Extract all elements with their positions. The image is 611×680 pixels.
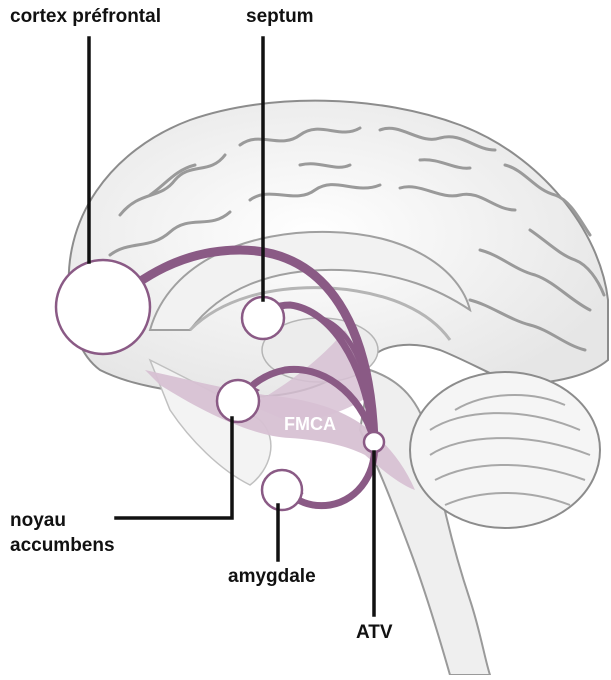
- node-atv: [364, 432, 384, 452]
- label-cortex-prefrontal: cortex préfrontal: [10, 6, 161, 28]
- label-atv: ATV: [356, 622, 393, 644]
- node-noyau-accumbens: [217, 380, 259, 422]
- node-cortex-prefrontal: [56, 260, 150, 354]
- label-accumbens: accumbens: [10, 535, 115, 557]
- label-septum: septum: [246, 6, 314, 28]
- label-fmca: FMCA: [284, 413, 336, 435]
- node-septum: [242, 297, 284, 339]
- label-noyau: noyau: [10, 510, 66, 532]
- node-amygdale: [262, 470, 302, 510]
- label-amygdale: amygdale: [228, 566, 316, 588]
